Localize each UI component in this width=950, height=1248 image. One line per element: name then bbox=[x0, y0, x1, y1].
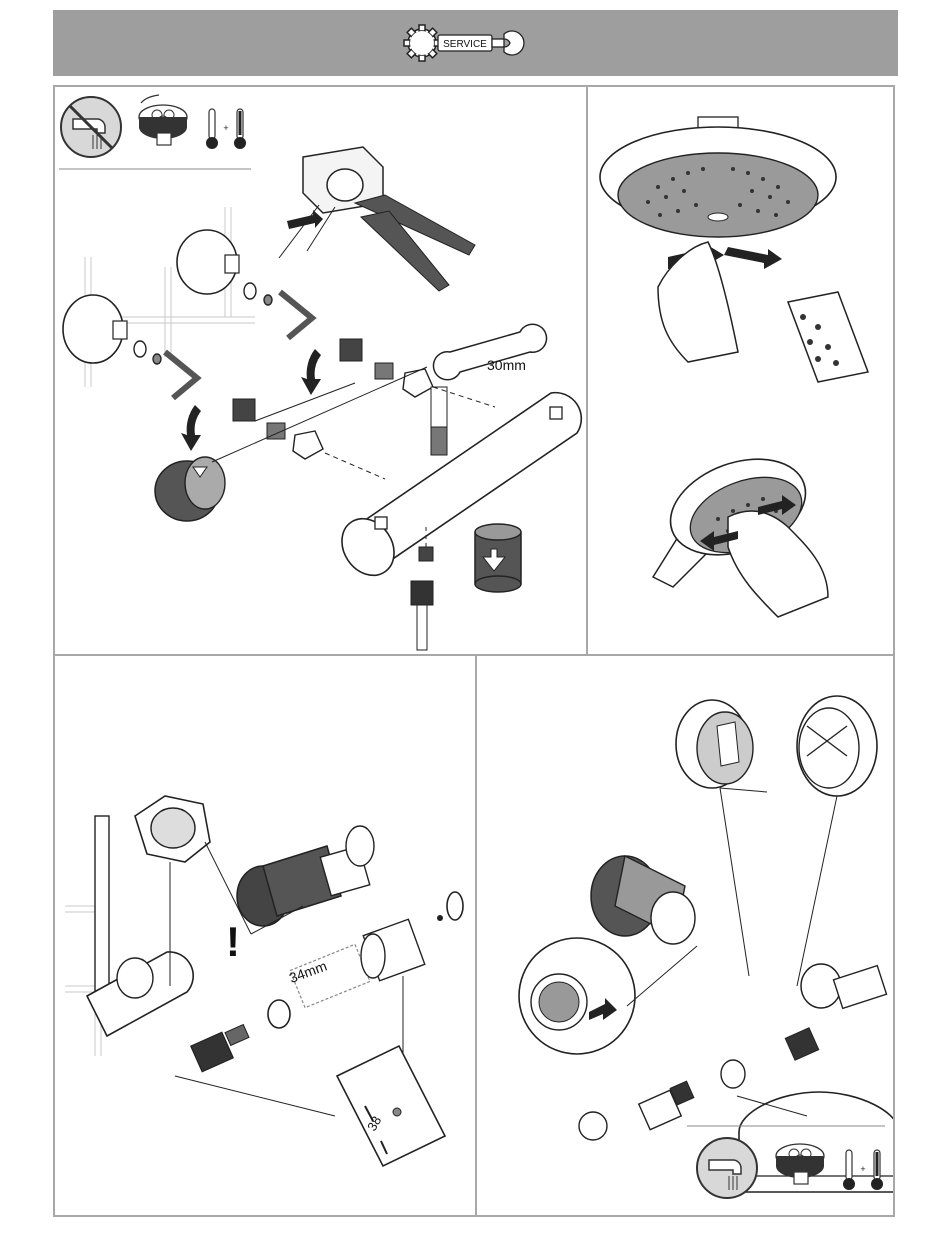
plus-sign: + bbox=[860, 1164, 865, 1174]
wall-rosette-upper bbox=[177, 230, 239, 294]
temperature-dial bbox=[337, 1046, 445, 1166]
allen-key-left bbox=[165, 352, 197, 398]
wall-rosette-left bbox=[63, 295, 127, 363]
hose-connector bbox=[411, 547, 433, 650]
wrench-icon bbox=[492, 31, 524, 55]
rotate-arrow-left-icon bbox=[181, 405, 201, 451]
spline-ring bbox=[519, 938, 635, 1054]
plus-sign: + bbox=[223, 123, 228, 133]
hex-nut bbox=[135, 796, 210, 862]
thermostat-body bbox=[331, 387, 581, 585]
rotate-arrow-right-icon bbox=[301, 349, 321, 395]
cartridge-sleeve bbox=[361, 919, 425, 981]
no-faucet-icon bbox=[61, 97, 121, 157]
small-ring bbox=[268, 1000, 290, 1028]
rotate-cartridge-icon bbox=[139, 95, 187, 145]
valve-cartridge bbox=[591, 856, 695, 944]
cartridge-handle bbox=[155, 457, 225, 521]
panel-cartridge-calibration: ! 34mm bbox=[55, 656, 475, 1215]
fitting-left bbox=[233, 399, 323, 459]
service-label: SERVICE bbox=[443, 39, 487, 50]
gear-icon bbox=[404, 25, 440, 61]
dome-shroud bbox=[739, 1092, 893, 1192]
hand-right-cloth bbox=[788, 292, 868, 382]
check-valve-housing-left bbox=[676, 700, 753, 788]
allen-key-right bbox=[280, 292, 312, 338]
panel-clean-shower-heads bbox=[588, 87, 893, 654]
instruction-frame: + bbox=[53, 85, 895, 1217]
thermometer-plus-icon: + bbox=[206, 109, 246, 149]
service-badge: SERVICE bbox=[53, 10, 898, 76]
fitting-right bbox=[340, 339, 433, 397]
warning-mark: ! bbox=[226, 918, 240, 965]
pull-arrow-icon bbox=[287, 210, 323, 229]
faucet-icon bbox=[697, 1138, 757, 1198]
spindle bbox=[191, 1025, 249, 1072]
check-valve-housing-right bbox=[797, 696, 877, 796]
thermostatic-cartridge bbox=[237, 826, 374, 926]
panel-thermostat-disassembly: + bbox=[55, 87, 586, 654]
service-banner: SERVICE bbox=[53, 10, 898, 76]
retaining-ring bbox=[437, 892, 463, 921]
filter-cup bbox=[475, 524, 521, 592]
panel-check-valves: + bbox=[477, 656, 893, 1215]
hand-rubbing bbox=[728, 511, 828, 617]
wrench-size-34mm: 34mm bbox=[287, 958, 329, 986]
inlet-connection bbox=[801, 964, 887, 1008]
wrench-size-30mm: 30mm bbox=[487, 357, 526, 373]
head-shower bbox=[600, 117, 836, 237]
pliers-icon bbox=[355, 195, 475, 291]
